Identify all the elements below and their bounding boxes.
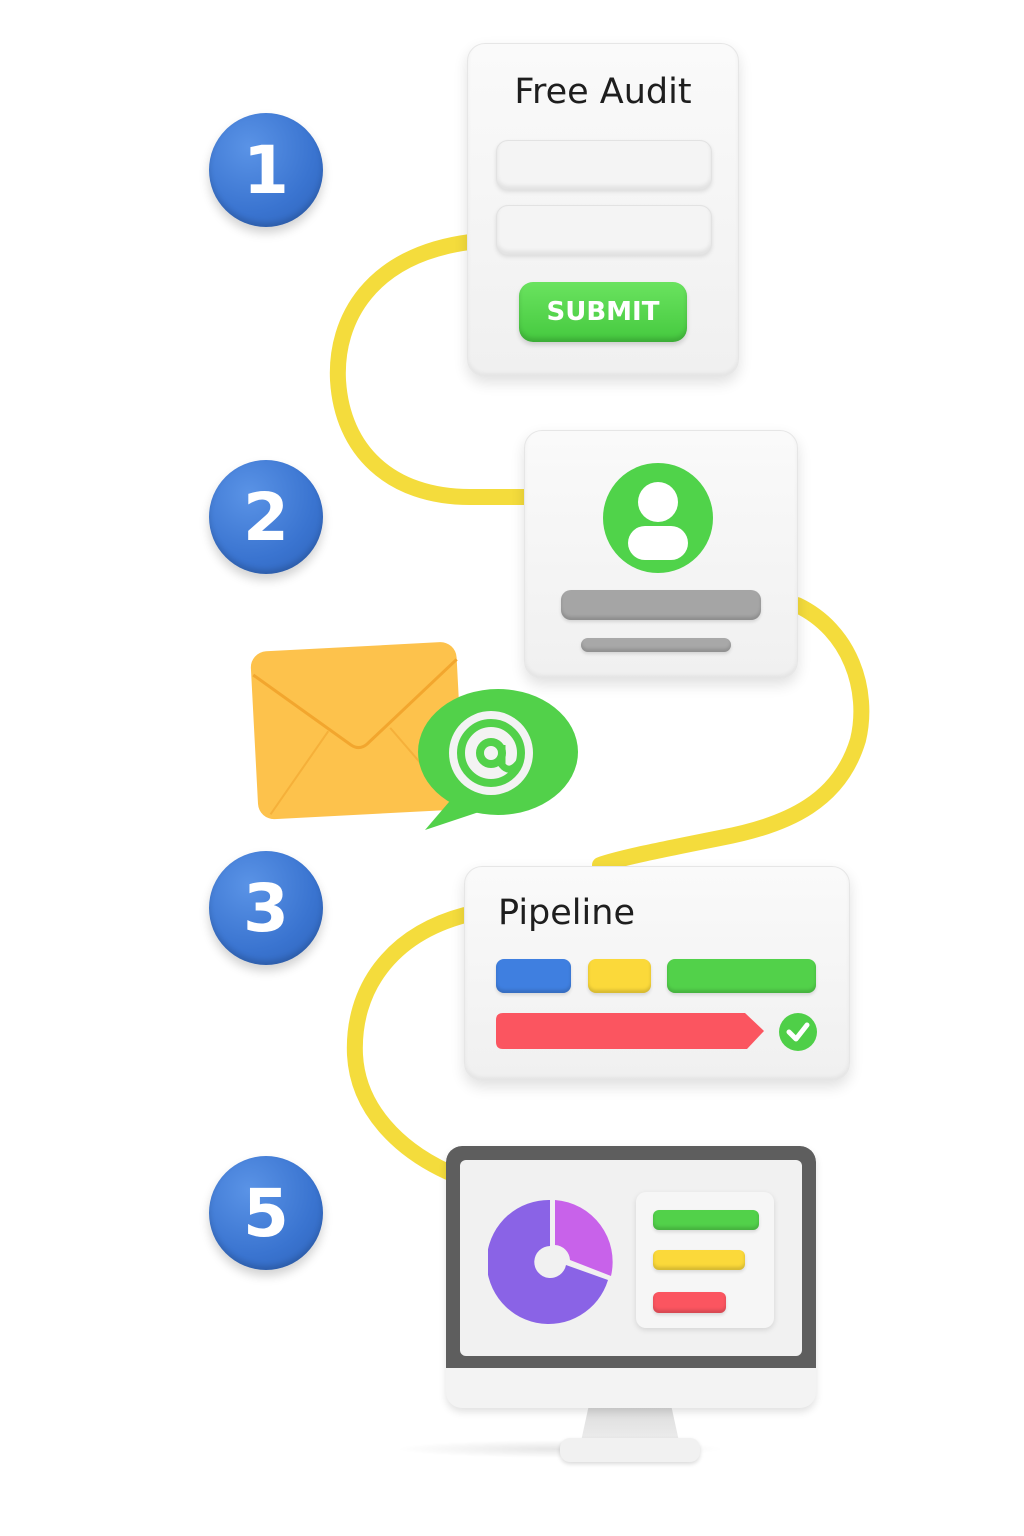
pipeline-stage-green — [667, 959, 816, 993]
check-circle-icon — [779, 1013, 817, 1051]
detail-placeholder-bar — [581, 638, 731, 652]
step-badge-1: 1 — [209, 113, 323, 227]
audit-form-card: Free Audit SUBMIT — [467, 43, 739, 377]
pipeline-card: Pipeline — [464, 866, 850, 1081]
submit-button[interactable]: SUBMIT — [519, 282, 687, 342]
legend-bar-yellow — [653, 1250, 745, 1270]
monitor-base — [560, 1438, 700, 1462]
pipeline-stage-blue — [496, 959, 571, 993]
name-placeholder-bar — [561, 590, 761, 620]
at-chat-bubble-icon — [418, 689, 578, 830]
audit-form-title: Free Audit — [514, 72, 692, 112]
lead-profile-card — [524, 430, 798, 679]
path-segment-2-3 — [592, 597, 870, 873]
pipeline-stage-yellow — [588, 959, 651, 993]
form-field-2[interactable] — [496, 205, 712, 255]
monitor — [446, 1146, 816, 1408]
path-segment-1-2 — [329, 234, 533, 505]
legend-bar-green — [653, 1210, 759, 1230]
path-segment-3-5 — [346, 907, 473, 1180]
pipeline-title: Pipeline — [498, 893, 635, 933]
legend-bar-red — [653, 1292, 726, 1313]
form-field-1[interactable] — [496, 140, 712, 190]
pipeline-progress-arrow — [496, 1013, 764, 1049]
step-badge-3: 3 — [209, 851, 323, 965]
email-icon — [250, 642, 578, 830]
monitor-screen — [460, 1160, 802, 1356]
step-badge-5: 5 — [209, 1156, 323, 1270]
user-avatar-icon — [603, 463, 713, 573]
donut-chart-icon — [488, 1199, 613, 1324]
legend-panel — [636, 1192, 774, 1328]
step-badge-2: 2 — [209, 460, 323, 574]
